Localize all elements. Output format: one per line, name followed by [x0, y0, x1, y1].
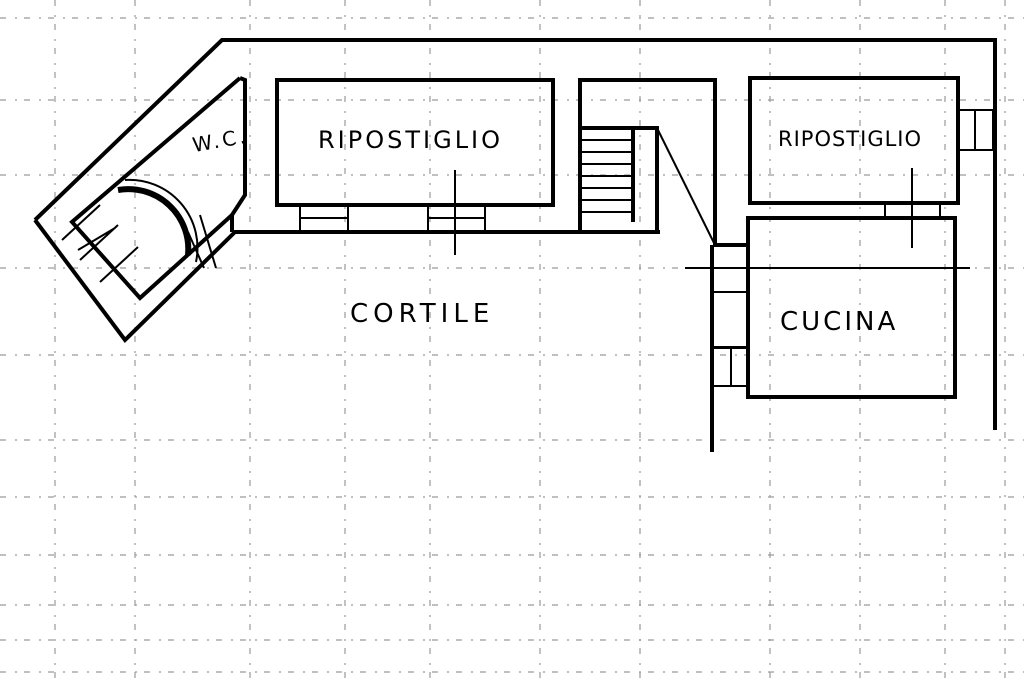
cucina-label: CUCINA [780, 307, 898, 337]
staircase [578, 78, 748, 247]
ripostiglio-1-label: RIPOSTIGLIO [318, 126, 503, 154]
ripostiglio-2-room [748, 76, 994, 248]
outer-walls [33, 38, 997, 452]
cortile-label: CORTILE [350, 299, 494, 329]
ripostiglio-2-label: RIPOSTIGLIO [778, 127, 922, 151]
ripostiglio-1-room [275, 78, 555, 255]
cucina-room [685, 216, 970, 399]
wc-room [61, 76, 247, 301]
wc-label: W.C. [191, 124, 250, 157]
